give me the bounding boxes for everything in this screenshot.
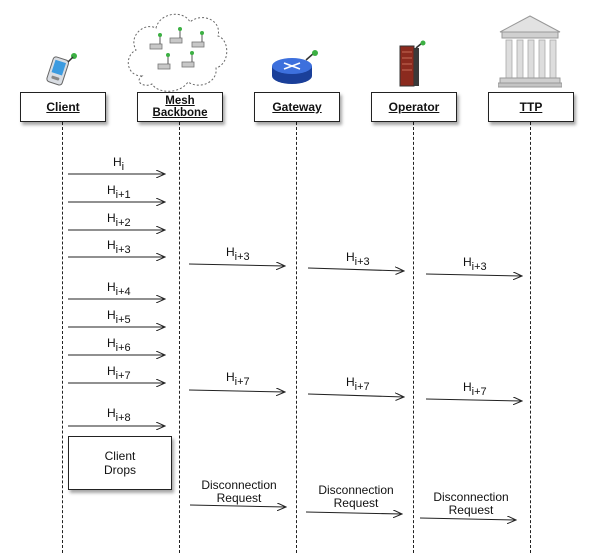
arrow-disconnect-mesh-to-gateway xyxy=(189,505,286,507)
bank-icon xyxy=(497,14,563,93)
server-icon xyxy=(396,40,428,93)
router-icon xyxy=(270,50,320,91)
lifeline-ttp xyxy=(530,122,531,553)
arrow-disconnect-gateway-to-operator xyxy=(305,512,402,514)
disconnection-label: Disconnection Request xyxy=(318,483,394,510)
relay-label: Hi+7 xyxy=(346,375,370,393)
participant-operator: Operator xyxy=(371,92,457,122)
client-drops-note: Client Drops xyxy=(68,436,172,490)
lifeline-mesh xyxy=(179,122,180,553)
participant-label: Client xyxy=(46,100,80,114)
lifeline-gateway xyxy=(296,122,297,553)
message-label: Hi+1 xyxy=(107,183,131,201)
message-label: Hi+8 xyxy=(107,406,131,424)
message-label: Hi+3 xyxy=(107,238,131,256)
participant-label: TTP xyxy=(519,100,543,114)
participant-client: Client xyxy=(20,92,106,122)
message-label: Hi+6 xyxy=(107,336,131,354)
relay-label: Hi+7 xyxy=(226,370,250,388)
disconnection-label: Disconnection Request xyxy=(201,478,277,505)
message-label: Hi+5 xyxy=(107,308,131,326)
participant-ttp: TTP xyxy=(488,92,574,122)
arrow-mesh-to-gateway xyxy=(188,264,285,266)
participant-gateway: Gateway xyxy=(254,92,340,122)
relay-label: Hi+3 xyxy=(346,250,370,268)
arrow-gateway-to-operator xyxy=(307,268,404,271)
message-label: Hi+2 xyxy=(107,211,131,229)
participant-label: Gateway xyxy=(272,100,322,114)
relay-label: Hi+7 xyxy=(463,380,487,398)
lifeline-operator xyxy=(413,122,414,553)
pda-icon xyxy=(44,50,80,93)
message-label: Hi xyxy=(113,155,125,173)
arrow-operator-to-ttp xyxy=(425,274,522,276)
disconnection-label: Disconnection Request xyxy=(433,490,509,517)
mesh-cloud-icon xyxy=(122,6,232,101)
relay-label: Hi+3 xyxy=(226,245,250,263)
lifeline-client xyxy=(62,122,63,553)
message-label: Hi+4 xyxy=(107,280,131,298)
participant-label: Operator xyxy=(388,100,440,114)
relay-label: Hi+3 xyxy=(463,255,487,273)
arrow-gateway-to-operator xyxy=(307,394,404,397)
participant-label: Mesh Backbone xyxy=(152,95,208,119)
note-text: Client Drops xyxy=(103,449,136,477)
arrow-disconnect-operator-to-ttp xyxy=(419,518,516,520)
arrow-operator-to-ttp xyxy=(425,399,522,401)
arrow-mesh-to-gateway xyxy=(188,390,285,392)
message-label: Hi+7 xyxy=(107,364,131,382)
participant-mesh-backbone: Mesh Backbone xyxy=(137,92,223,122)
